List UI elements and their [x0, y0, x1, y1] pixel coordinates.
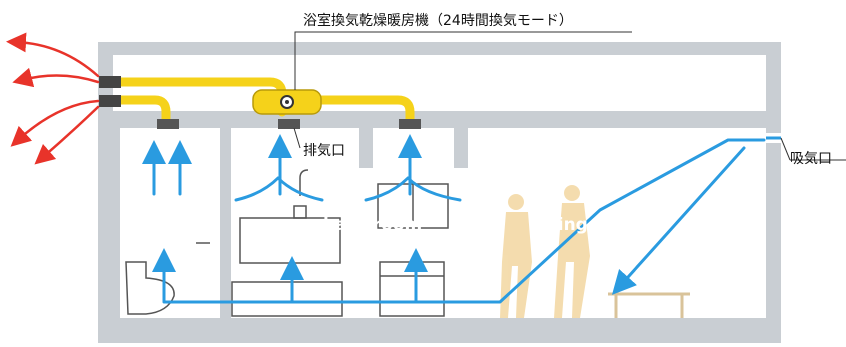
exhaust-arrow-4	[34, 105, 100, 165]
toilet-fixture	[125, 261, 175, 315]
grille-toilet	[157, 119, 179, 129]
exhaust-arrow-2	[12, 67, 100, 88]
airflow-vanity-spread	[364, 176, 462, 202]
intake-leader	[780, 137, 791, 161]
person-silhouette-2	[554, 185, 590, 318]
duct-toilet	[115, 95, 171, 125]
outlet-lower	[99, 95, 121, 107]
outlet-upper	[99, 76, 121, 88]
intake-port-label: 吸気口	[790, 151, 832, 167]
grille-bath	[278, 119, 300, 129]
ceiling-drop-2	[454, 124, 468, 168]
exhaust-arrow-1	[6, 32, 100, 78]
person-silhouette-1	[500, 194, 532, 318]
exhaust-leader	[293, 127, 301, 149]
room-label-toilet: toilet	[139, 215, 191, 235]
airflow-intake-down	[611, 146, 746, 295]
grille-living	[399, 119, 421, 129]
room-label-bath: bath room	[323, 215, 423, 235]
exhaust-port-label: 排気口	[301, 140, 347, 160]
airflow-bath-spread	[234, 176, 324, 202]
duct-bath	[315, 95, 415, 125]
exhaust-arrow-3	[10, 99, 100, 147]
bath-base	[231, 281, 343, 317]
room-label-living: living room	[535, 215, 644, 235]
airflow-main	[404, 138, 766, 304]
ceiling-drop-1	[359, 124, 373, 168]
title-leader	[294, 31, 632, 90]
airflow-toilet-return	[152, 248, 294, 304]
unit-title-label: 浴室換気乾燥暖房機（24時間換気モード）	[303, 13, 573, 29]
